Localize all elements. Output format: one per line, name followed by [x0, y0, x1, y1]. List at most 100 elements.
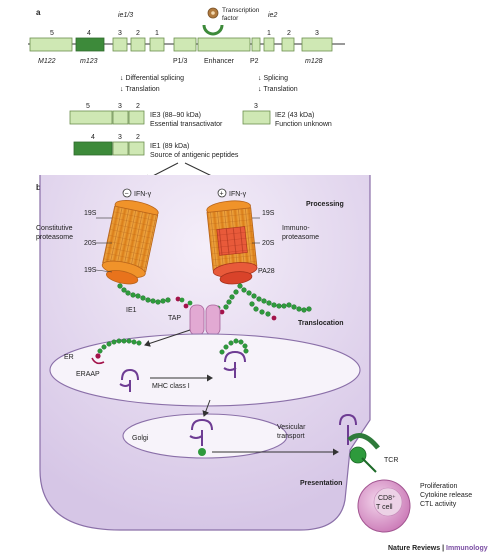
outcome-proliferation: Proliferation	[420, 483, 457, 490]
ie1-exon-4	[73, 141, 113, 156]
exon-5	[29, 37, 73, 52]
left-19s-bottom: 19S	[84, 267, 97, 274]
ifn-label-left: IFN-γ	[134, 191, 152, 198]
left-19s-top: 19S	[84, 210, 97, 217]
outcome-cytokine: Cytokine release	[420, 492, 472, 499]
right-19s: 19S	[262, 210, 275, 217]
ie1-num-4: 4	[91, 134, 95, 141]
ie1-peptide-chain-right	[223, 283, 312, 317]
tap-label: TAP	[168, 315, 181, 322]
footer-section: Immunology	[446, 545, 488, 552]
ie1-num-3: 3	[118, 134, 122, 141]
immunoproteasome	[206, 200, 258, 285]
panel-b-label: b	[36, 183, 41, 192]
ie2-desc: Function unknown	[275, 121, 332, 128]
label-m122: M122	[38, 58, 56, 65]
enhancer-block	[197, 37, 251, 52]
translocation-label: Translocation	[298, 320, 344, 327]
ie3-name: IE3 (88–90 kDa)	[150, 112, 201, 119]
left-19s-bottom-leader	[95, 269, 113, 273]
presentation-label: Presentation	[300, 480, 342, 487]
exon-num-5: 5	[50, 30, 54, 37]
outcome-ctl: CTL activity	[420, 501, 457, 508]
ie3-exon-5	[69, 110, 113, 125]
exon-num-r2: 2	[287, 30, 291, 37]
ifn-minus-marker: −	[122, 188, 132, 198]
tap-transporter	[189, 304, 221, 336]
ie3-num-3: 3	[118, 103, 122, 110]
tf-label-1: Transcription	[222, 7, 260, 14]
exon-3	[112, 37, 128, 52]
exon-1	[149, 37, 165, 52]
exon-r3	[301, 37, 333, 52]
pa28-label: PA28	[258, 268, 275, 275]
er-compartment	[49, 333, 361, 407]
label-enhancer: Enhancer	[204, 58, 235, 65]
ie1-num-2: 2	[136, 134, 140, 141]
exon-num-r3: 3	[315, 30, 319, 37]
panel-a-label: a	[36, 8, 41, 17]
processing-label: Processing	[306, 201, 344, 208]
footer-separator: |	[440, 545, 446, 552]
mhc-class-i-loaded	[223, 350, 246, 378]
step-translation-left: ↓ Translation	[120, 86, 160, 93]
constitutive-proteasome	[101, 200, 159, 285]
left-20s: 20S	[84, 240, 97, 247]
vesicular-label-2: transport	[277, 433, 305, 440]
ifn-plus-marker: +	[217, 188, 227, 198]
er-peptide-chain-right	[219, 338, 249, 355]
ifn-label-right: IFN-γ	[229, 191, 247, 198]
ie3-num-2: 2	[136, 103, 140, 110]
vesicular-label-1: Vesicular	[277, 424, 306, 431]
mhc-in-golgi	[189, 418, 213, 456]
ie2-exon-3	[242, 110, 271, 125]
erap-label: ERAAP	[76, 371, 100, 378]
label-p13: P1/3	[173, 58, 188, 65]
immuno-label-1: Immuno-	[282, 225, 310, 232]
exon-num-2: 2	[136, 30, 140, 37]
tcr-label: TCR	[384, 457, 398, 464]
er-peptide-chain	[97, 338, 142, 354]
ie1-chain-label: IE1	[126, 307, 137, 314]
promoter-p2	[251, 37, 261, 52]
constitutive-label-2: proteasome	[36, 234, 73, 241]
promoter-p13	[173, 37, 197, 52]
step-translation-right: ↓ Translation	[258, 86, 298, 93]
exon-r1	[263, 37, 275, 52]
label-m128: m128	[305, 58, 323, 65]
ie2-num-3: 3	[254, 103, 258, 110]
exon-2	[130, 37, 146, 52]
label-m123: m123	[80, 58, 98, 65]
mhc-class-i-empty	[119, 368, 139, 392]
exon-num-r1: 1	[267, 30, 271, 37]
cd8-label-2: T cell	[376, 504, 393, 511]
tcr-receptor	[347, 433, 380, 473]
arrow-er-to-golgi	[202, 399, 211, 417]
cd8-label-1: CD8⁺	[378, 495, 396, 502]
ie1-peptide-chain-left	[117, 283, 171, 305]
erap-enzyme	[91, 357, 105, 365]
ie2-name: IE2 (43 kDa)	[275, 112, 314, 119]
transcription-factor-icon	[202, 7, 224, 36]
footer-credit: Nature Reviews | Immunology	[388, 545, 488, 552]
exon-num-1: 1	[155, 30, 159, 37]
ie2-label: ie2	[268, 12, 277, 19]
ie3-num-5: 5	[86, 103, 90, 110]
ie1-name: IE1 (89 kDa)	[150, 143, 189, 150]
mhc-label: MHC class I	[152, 383, 190, 390]
step-splicing-right: ↓ Splicing	[258, 75, 288, 82]
ie1-exon-3	[112, 141, 129, 156]
ie3-desc: Essential transactivator	[150, 121, 223, 128]
exon-num-4: 4	[87, 30, 91, 37]
ie13-label: ie1/3	[118, 12, 133, 19]
immuno-label-2: proteasome	[282, 234, 319, 241]
golgi-label: Golgi	[132, 435, 149, 442]
erap-peptide-red	[95, 353, 101, 359]
exon-4	[75, 37, 105, 52]
exon-num-3: 3	[118, 30, 122, 37]
surface-mhc	[339, 413, 357, 445]
constitutive-label-1: Constitutive	[36, 225, 73, 232]
ie1-exon-2	[128, 141, 145, 156]
minus-sign: −	[125, 191, 129, 198]
